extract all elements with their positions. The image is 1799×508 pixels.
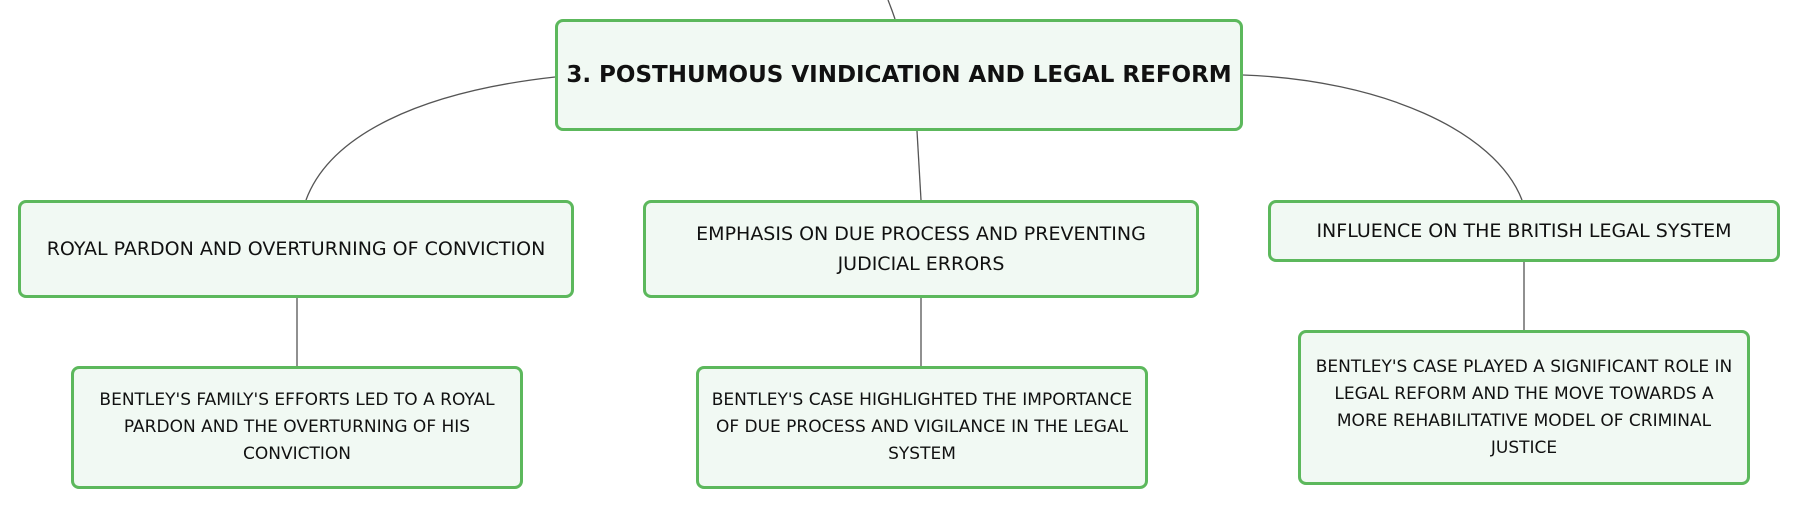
leaf-node-legal-reform-role[interactable]: BENTLEY'S CASE PLAYED A SIGNIFICANT ROLE…: [1298, 330, 1750, 485]
branch-node-label: EMPHASIS ON DUE PROCESS AND PREVENTING J…: [696, 223, 1146, 275]
branch-node-label: INFLUENCE ON THE BRITISH LEGAL SYSTEM: [1316, 220, 1732, 242]
leaf-node-text: BENTLEY'S FAMILY'S EFFORTS LED TO A ROYA…: [99, 390, 495, 464]
leaf-node-text: BENTLEY'S CASE HIGHLIGHTED THE IMPORTANC…: [711, 390, 1133, 464]
connector-root-to-branch-2: [916, 130, 922, 201]
root-node-label: 3. POSTHUMOUS VINDICATION AND LEGAL REFO…: [566, 62, 1232, 88]
connector-parent-to-root: [887, 0, 896, 20]
root-node[interactable]: 3. POSTHUMOUS VINDICATION AND LEGAL REFO…: [555, 19, 1243, 131]
leaf-node-case-highlighted[interactable]: BENTLEY'S CASE HIGHLIGHTED THE IMPORTANC…: [696, 366, 1148, 489]
connector-root-to-branch-3: [1242, 74, 1523, 201]
branch-node-label: ROYAL PARDON AND OVERTURNING OF CONVICTI…: [46, 238, 546, 260]
leaf-node-family-efforts[interactable]: BENTLEY'S FAMILY'S EFFORTS LED TO A ROYA…: [71, 366, 523, 489]
branch-node-british-legal-system[interactable]: INFLUENCE ON THE BRITISH LEGAL SYSTEM: [1268, 200, 1780, 262]
branch-node-due-process[interactable]: EMPHASIS ON DUE PROCESS AND PREVENTING J…: [643, 200, 1199, 298]
connector-root-to-branch-1: [305, 76, 556, 201]
leaf-node-text: BENTLEY'S CASE PLAYED A SIGNIFICANT ROLE…: [1315, 356, 1733, 458]
branch-node-royal-pardon[interactable]: ROYAL PARDON AND OVERTURNING OF CONVICTI…: [18, 200, 574, 298]
